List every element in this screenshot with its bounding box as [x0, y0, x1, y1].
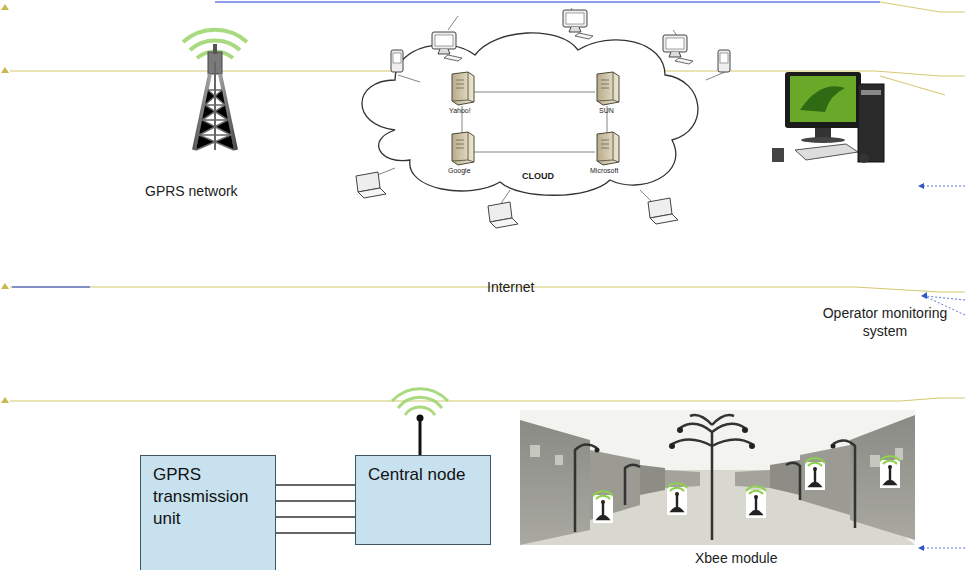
server-label: Google: [448, 166, 471, 175]
server-label: CLOUD: [522, 170, 554, 182]
wire-connector: [276, 533, 355, 534]
process-box: Central node: [355, 455, 491, 545]
box-text: GPRS transmission unit: [153, 464, 263, 530]
wire-connector: [276, 485, 355, 486]
caption-label: Operator monitoring system: [810, 304, 960, 340]
process-box: GPRS transmission unit: [140, 455, 276, 570]
server-label: SUN: [599, 106, 614, 115]
caption-label: GPRS network: [145, 182, 238, 200]
box-text: Central node: [368, 464, 478, 486]
caption-label: Xbee module: [695, 549, 778, 567]
wire-connector: [276, 517, 355, 518]
server-label: Yahoo!: [449, 106, 471, 115]
wire-connector: [276, 501, 355, 502]
caption-label: Internet: [487, 278, 534, 296]
server-label: Microsoft: [590, 166, 618, 175]
